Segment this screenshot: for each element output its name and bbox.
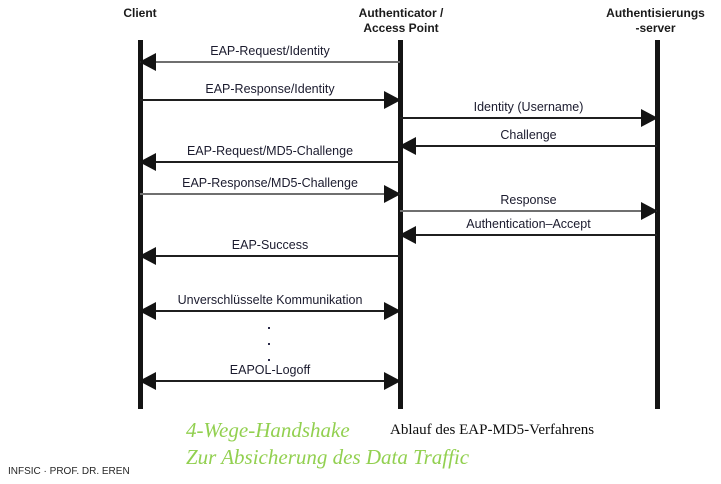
- diagram-caption: Ablauf des EAP-MD5-Verfahrens: [390, 422, 595, 438]
- footer-credit: INFSIC · PROF. DR. EREN: [8, 466, 130, 477]
- arrowhead-right-icon: [384, 185, 401, 203]
- ellipsis-dot-3: [268, 359, 270, 361]
- message-response: Response: [400, 193, 658, 220]
- arrowhead-right-icon: [641, 202, 658, 220]
- message-line: [140, 380, 400, 382]
- lifeline-label-authenticator-line1: Authenticator /: [358, 6, 444, 20]
- message-line: [400, 210, 657, 212]
- lifeline-bar-client: [138, 40, 143, 409]
- arrowhead-left-icon: [139, 153, 156, 171]
- message-eapol-logoff: EAPOL-Logoff: [139, 363, 401, 390]
- lifeline-label-auth-server-line1: Authentisierungs: [606, 6, 705, 20]
- message-identity-username: Identity (Username): [400, 100, 658, 127]
- message-label: Identity (Username): [473, 100, 584, 114]
- lifeline-header-authenticator: Authenticator / Access Point: [335, 6, 467, 36]
- message-label: EAP-Request/Identity: [210, 44, 330, 58]
- ellipsis-dot-1: [268, 327, 270, 329]
- message-line: [140, 161, 400, 163]
- caption-green-line1: 4-Wege-Handshake: [186, 418, 350, 442]
- message-eap-request-identity: EAP-Request/Identity: [139, 44, 400, 71]
- message-line: [140, 255, 400, 257]
- message-label: EAP-Success: [231, 238, 309, 252]
- arrowhead-left-icon: [139, 53, 156, 71]
- lifeline-header-auth-server: Authentisierungs -server: [590, 6, 721, 36]
- message-line: [140, 61, 400, 63]
- lifeline-bar-authenticator: [398, 40, 403, 409]
- message-label: EAP-Response/MD5-Challenge: [182, 176, 358, 190]
- arrowhead-left-icon: [399, 226, 416, 244]
- message-label: EAP-Request/MD5-Challenge: [186, 144, 354, 158]
- arrowhead-right-icon: [641, 109, 658, 127]
- message-eap-request-md5-challenge: EAP-Request/MD5-Challenge: [139, 144, 400, 171]
- arrowhead-left-icon: [139, 302, 156, 320]
- message-challenge: Challenge: [399, 128, 657, 155]
- arrowhead-left-icon: [139, 372, 156, 390]
- message-line: [140, 193, 400, 195]
- caption-green-line2: Zur Absicherung des Data Traffic: [186, 445, 470, 469]
- arrowhead-left-icon: [139, 247, 156, 265]
- message-eap-response-identity: EAP-Response/Identity: [140, 82, 401, 109]
- message-line: [140, 99, 400, 101]
- message-authentication-accept: Authentication–Accept: [399, 217, 657, 244]
- arrowhead-right-icon: [384, 302, 401, 320]
- message-label: EAP-Response/Identity: [205, 82, 335, 96]
- lifeline-label-authenticator-line2: Access Point: [363, 21, 439, 35]
- message-eap-response-md5-challenge: EAP-Response/MD5-Challenge: [140, 176, 401, 203]
- message-label: Authentication–Accept: [466, 217, 591, 231]
- message-label: Unverschlüsselte Kommunikation: [177, 293, 363, 307]
- message-eap-success: EAP-Success: [139, 238, 400, 265]
- arrowhead-right-icon: [384, 91, 401, 109]
- message-label: EAPOL-Logoff: [229, 363, 311, 377]
- lifeline-header-client: Client: [80, 6, 200, 21]
- message-line: [400, 234, 657, 236]
- arrowhead-right-icon: [384, 372, 401, 390]
- arrowhead-left-icon: [399, 137, 416, 155]
- lifeline-label-auth-server-line2: -server: [635, 21, 676, 35]
- message-line: [400, 145, 657, 147]
- lifeline-bar-auth-server: [655, 40, 660, 409]
- message-label: Response: [500, 193, 557, 207]
- ellipsis-dot-2: [268, 343, 270, 345]
- message-unverschluesselte-kommunikation: Unverschlüsselte Kommunikation: [139, 293, 401, 320]
- message-line: [400, 117, 657, 119]
- message-line: [140, 310, 400, 312]
- lifeline-label-client-line1: Client: [123, 6, 157, 20]
- message-label: Challenge: [500, 128, 557, 142]
